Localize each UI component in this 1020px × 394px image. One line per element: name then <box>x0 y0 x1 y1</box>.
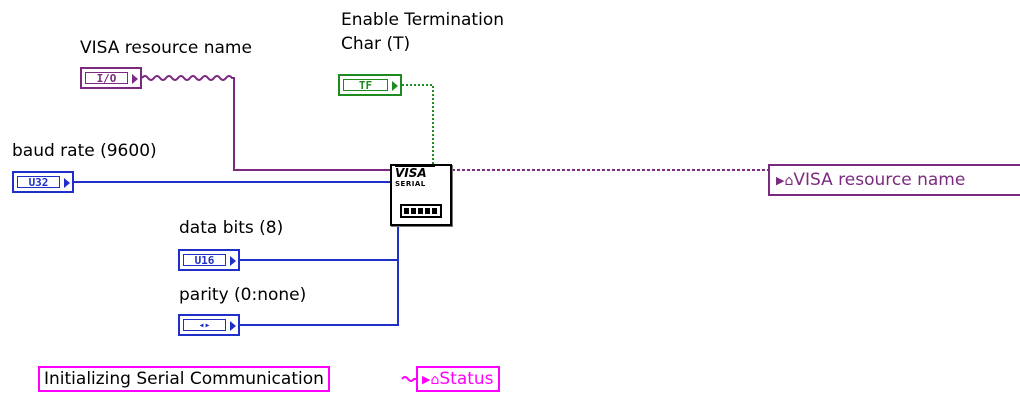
status-string-constant[interactable]: Initializing Serial Communication <box>38 366 330 392</box>
node-top-bar <box>395 166 435 167</box>
data-bits-control[interactable]: U16 <box>178 249 240 271</box>
output-arrow-icon <box>132 74 138 84</box>
output-arrow-icon <box>230 321 236 331</box>
enable-termination-control[interactable]: TF <box>338 74 402 96</box>
visa-resource-label: VISA resource name <box>80 38 252 58</box>
status-indicator[interactable]: ▶⌂Status <box>416 366 500 392</box>
visa-resource-type-tag: I/O <box>85 72 128 85</box>
enable-termination-wire[interactable] <box>402 84 434 164</box>
enable-termination-label-line1: Enable Termination <box>341 10 504 30</box>
baud-rate-label: baud rate (9600) <box>12 141 157 161</box>
input-arrow-icon: ▶ <box>776 174 785 187</box>
data-bits-label: data bits (8) <box>179 218 284 238</box>
enable-termination-type-tag: TF <box>343 79 388 92</box>
node-title: VISA <box>395 166 427 180</box>
baud-rate-type-tag: U32 <box>17 176 60 189</box>
parity-label: parity (0:none) <box>179 285 307 305</box>
visa-resource-out-label: VISA resource name <box>793 170 966 190</box>
output-arrow-icon <box>64 178 70 188</box>
visa-resource-control[interactable]: I/O <box>80 67 142 89</box>
data-bits-type-tag: U16 <box>183 254 226 267</box>
baud-rate-control[interactable]: U32 <box>12 171 74 193</box>
visa-configure-serial-port-node[interactable]: VISA SERIAL <box>390 164 452 226</box>
node-subtitle: SERIAL <box>395 180 426 188</box>
status-indicator-label: Status <box>439 369 494 389</box>
status-wire[interactable] <box>401 376 416 382</box>
input-arrow-icon: ▶ <box>422 373 431 386</box>
parity-control[interactable]: ◂▸ <box>178 314 240 336</box>
visa-resource-in-wire[interactable] <box>141 75 390 171</box>
visa-resource-out-indicator[interactable]: ▶⌂VISA resource name <box>768 164 1020 196</box>
house-icon: ⌂ <box>784 173 794 189</box>
output-arrow-icon <box>392 81 398 91</box>
output-arrow-icon <box>230 256 236 266</box>
parity-wire[interactable] <box>240 258 399 326</box>
enable-termination-label-line2: Char (T) <box>341 34 411 54</box>
parity-enum-icon: ◂▸ <box>183 319 226 331</box>
dip-switch-icon <box>400 204 442 218</box>
house-icon: ⌂ <box>430 372 440 388</box>
